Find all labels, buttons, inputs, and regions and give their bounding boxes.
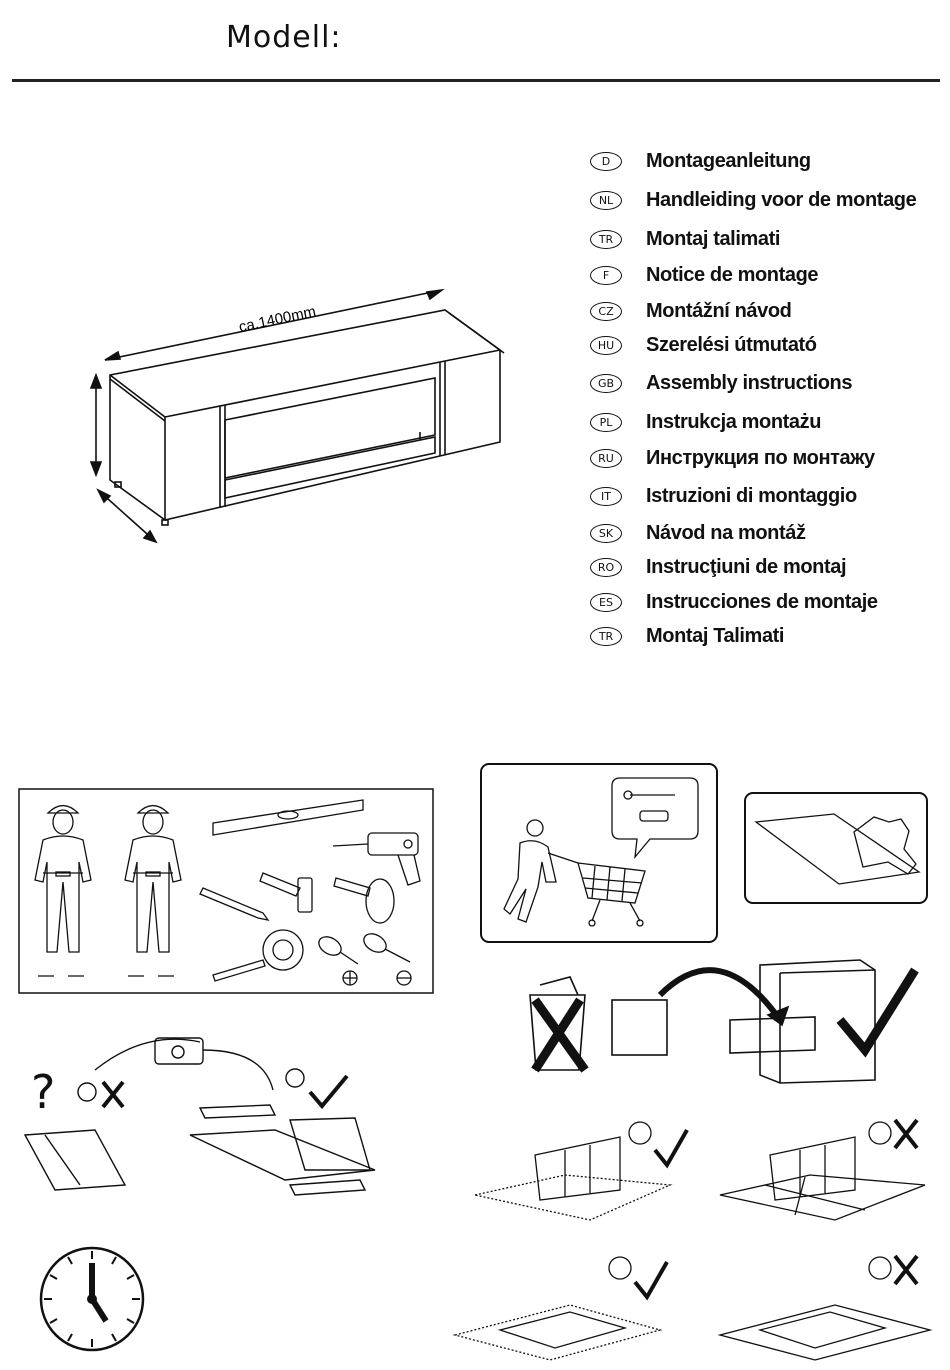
language-item: NL Handleiding voor de montage — [590, 187, 917, 213]
language-title: Instrucciones de montaje — [646, 590, 878, 613]
language-title: Montageanleitung — [646, 149, 811, 172]
cross-icon — [101, 1080, 125, 1109]
language-title: Montaj talimati — [646, 227, 781, 250]
cross-icon — [893, 1118, 919, 1150]
width-dimension-label: ca.1400mm — [237, 303, 317, 336]
check-icon — [653, 1129, 689, 1169]
clock-icon — [39, 1246, 145, 1352]
language-title: Assembly instructions — [646, 371, 853, 394]
cross-icon — [893, 1254, 919, 1286]
rubber-mallet-icon — [333, 877, 395, 924]
keep-manual-panel — [529, 959, 919, 1084]
language-code-badge: NL — [590, 190, 622, 210]
language-code-badge: RO — [590, 557, 622, 577]
language-title: Инструкция по монтажу — [646, 446, 875, 469]
shopping-cart-icon — [577, 862, 646, 927]
telephone-icon — [154, 1037, 204, 1065]
language-item: PL Instrukcja montażu — [590, 409, 821, 435]
language-code-badge: HU — [590, 335, 622, 355]
file-cabinet-icon — [729, 959, 876, 1084]
pencil-icon — [199, 887, 270, 921]
hammer-icon — [259, 872, 313, 913]
panel-on-floor-bad — [717, 1254, 933, 1361]
question-mark-icon: ? — [31, 1065, 55, 1119]
language-item: SK Návod na montáž — [590, 520, 806, 546]
header-divider — [12, 79, 940, 82]
floor-carpet-good — [474, 1121, 689, 1221]
language-item: HU Szerelési útmutató — [590, 332, 817, 358]
language-item: CZ Montážní návod — [590, 298, 792, 324]
language-item: GB Assembly instructions — [590, 370, 853, 396]
frown-face-icon — [77, 1082, 97, 1102]
language-code-badge: RU — [590, 448, 622, 468]
language-code-badge: IT — [590, 486, 622, 506]
language-item: RO Instrucţiuni de montaj — [590, 554, 847, 580]
language-code-badge: GB — [590, 373, 622, 393]
worker-icon — [34, 804, 92, 977]
spirit-level-icon — [212, 799, 364, 836]
language-code-badge: TR — [590, 626, 622, 646]
board-icon — [497, 1311, 628, 1349]
language-item: IT Istruzioni di montaggio — [590, 483, 857, 509]
language-item: ES Instrucciones de montaje — [590, 589, 878, 615]
protect-surface-panel — [744, 792, 928, 904]
tools-panel — [18, 788, 434, 994]
flat-screwdriver-icon — [363, 933, 412, 986]
language-title: Instrucţiuni de montaj — [646, 555, 847, 578]
arrow-icon — [657, 967, 783, 1022]
language-item: D Montageanleitung — [590, 148, 811, 174]
check-icon — [308, 1074, 349, 1110]
panel-on-carpet-good — [452, 1256, 669, 1361]
cabinet-icon — [769, 1136, 856, 1201]
shopper-icon — [503, 819, 579, 923]
board-icon — [757, 1311, 888, 1349]
sideboard-illustration: ca.1400mm — [89, 288, 505, 544]
language-code-badge: D — [590, 151, 622, 171]
model-label: Modell: — [226, 20, 342, 55]
cross-icon — [531, 997, 589, 1073]
language-code-badge: TR — [590, 229, 622, 249]
language-code-badge: PL — [590, 412, 622, 432]
smile-face-icon — [285, 1068, 305, 1088]
language-title: Instrukcja montażu — [646, 410, 822, 433]
language-title: Handleiding voor de montage — [646, 188, 917, 211]
language-item: TR Montaj Talimati — [590, 623, 784, 649]
manual-icon — [611, 999, 668, 1056]
shopping-panel — [480, 763, 718, 943]
language-title: Istruzioni di montaggio — [646, 484, 857, 507]
check-icon — [836, 967, 919, 1058]
language-title: Montaj Talimati — [646, 624, 785, 647]
tape-measure-icon — [212, 929, 304, 982]
phillips-screwdriver-icon — [318, 936, 359, 986]
language-title: Szerelési útmutató — [646, 333, 817, 356]
loose-boards-icon — [23, 1129, 127, 1191]
language-code-badge: CZ — [590, 301, 622, 321]
board-icon — [754, 813, 921, 885]
check-icon — [633, 1261, 669, 1301]
drill-icon — [332, 832, 421, 886]
glove-icon — [853, 816, 917, 875]
language-code-badge: ES — [590, 592, 622, 612]
language-code-badge: SK — [590, 523, 622, 543]
language-title: Notice de montage — [646, 263, 819, 286]
call-support-panel: ? — [23, 1037, 376, 1196]
hardware-bubble-icon — [611, 777, 699, 860]
cabinet-icon — [534, 1136, 621, 1201]
language-code-badge: F — [590, 265, 622, 285]
language-item: F Notice de montage — [590, 262, 819, 288]
worker-icon — [124, 804, 182, 977]
language-item: TR Montaj talimati — [590, 226, 780, 252]
trash-bin-icon — [529, 994, 586, 1071]
sorted-boards-icon — [198, 1104, 277, 1119]
floor-hard-bad — [719, 1118, 926, 1221]
language-title: Návod na montáž — [646, 521, 806, 544]
language-title: Montážní návod — [646, 299, 792, 322]
language-item: RU Инструкция по монтажу — [590, 445, 875, 471]
